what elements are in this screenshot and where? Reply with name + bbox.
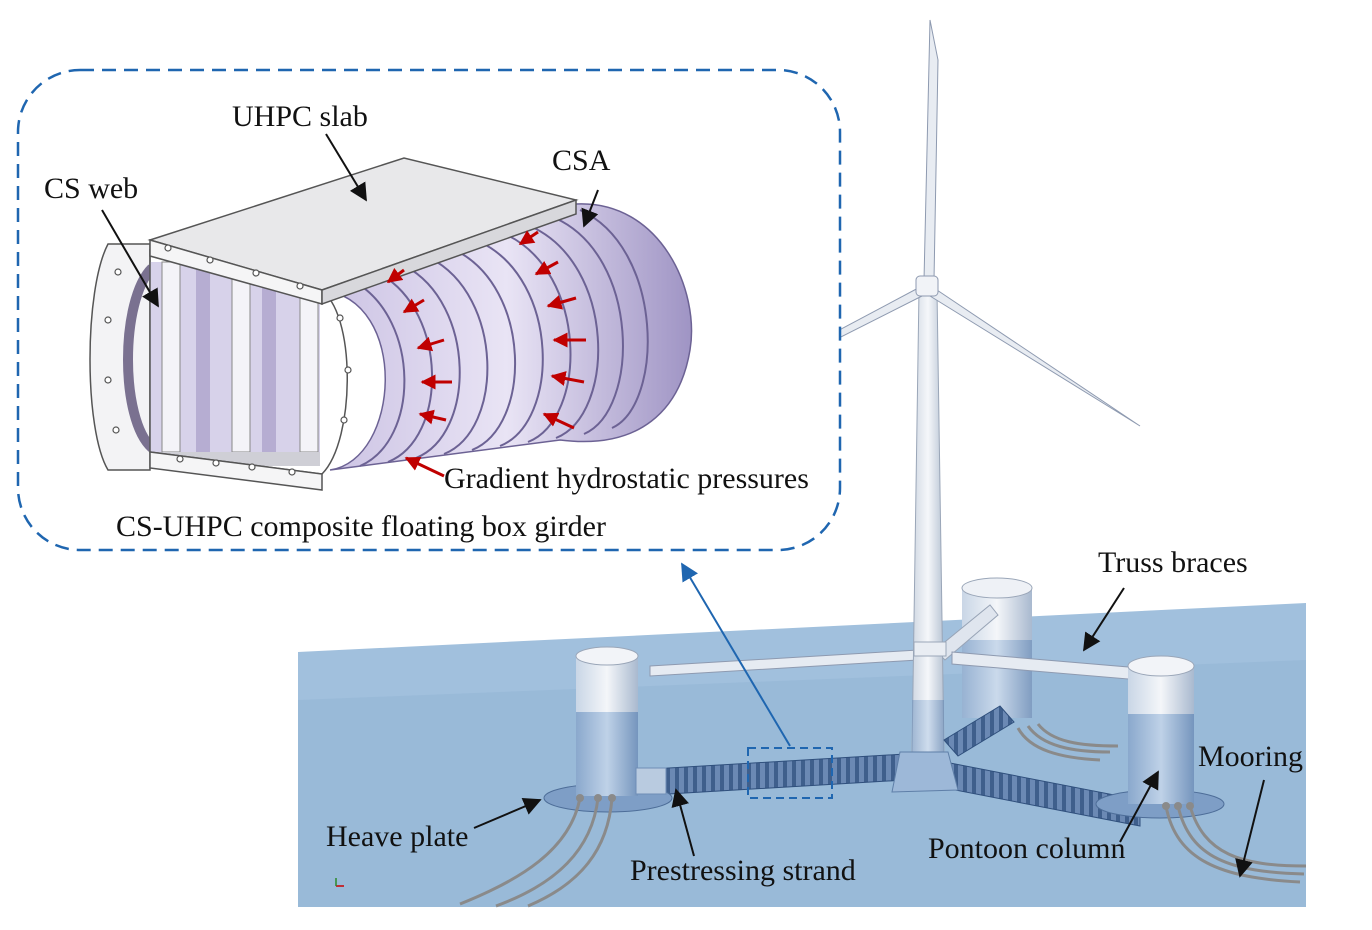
mooring-fairleads (576, 794, 1194, 810)
label-truss-braces: Truss braces (1098, 546, 1248, 579)
wind-turbine-tower (911, 289, 947, 753)
leader-prestressing-strand (671, 788, 695, 857)
labels: UHPC slab CSA CS web Gradient hydrostati… (44, 100, 1303, 887)
leader-csa (581, 189, 599, 228)
pontoon-column-rear (961, 577, 1033, 718)
csa-corrugations (354, 209, 649, 467)
bolt-holes (104, 244, 352, 476)
leader-mooring (1235, 779, 1265, 878)
label-cs-web: CS web (44, 172, 138, 205)
pressure-arrows (386, 230, 586, 430)
leader-lines (101, 133, 1265, 878)
nacelle (915, 275, 939, 297)
leader-gradient-pressures (404, 456, 445, 478)
leader-cs-web (101, 209, 159, 308)
leader-truss-braces (1083, 587, 1125, 652)
central-node (891, 751, 959, 793)
label-csa: CSA (552, 144, 611, 177)
label-detail-caption: CS-UHPC composite floating box girder (116, 510, 606, 543)
axis-triad-icon (335, 878, 344, 887)
leader-uhpc-slab (325, 133, 367, 202)
label-uhpc-slab: UHPC slab (232, 100, 368, 133)
label-prestressing-strand: Prestressing strand (630, 854, 856, 887)
label-mooring: Mooring (1198, 740, 1303, 773)
uhpc-slab-bottom (149, 451, 323, 491)
pontoon-column-right (1095, 655, 1225, 819)
girder-rear (943, 705, 1015, 757)
blade-right (929, 287, 1141, 427)
cs-webs (150, 261, 320, 466)
pontoon-girders (634, 705, 1141, 827)
label-pontoon-column: Pontoon column (928, 832, 1126, 865)
detail-link-arrow (681, 562, 791, 747)
label-heave-plate: Heave plate (326, 820, 468, 853)
leader-pontoon-column (1119, 770, 1159, 843)
box-girder-drawing (89, 157, 693, 491)
mooring-lines (459, 723, 1307, 908)
blade-top (923, 19, 939, 281)
girder-detail-marker (747, 747, 833, 799)
leader-heave-plate (473, 798, 542, 829)
label-gradient-pressures: Gradient hydrostatic pressures (444, 462, 809, 495)
